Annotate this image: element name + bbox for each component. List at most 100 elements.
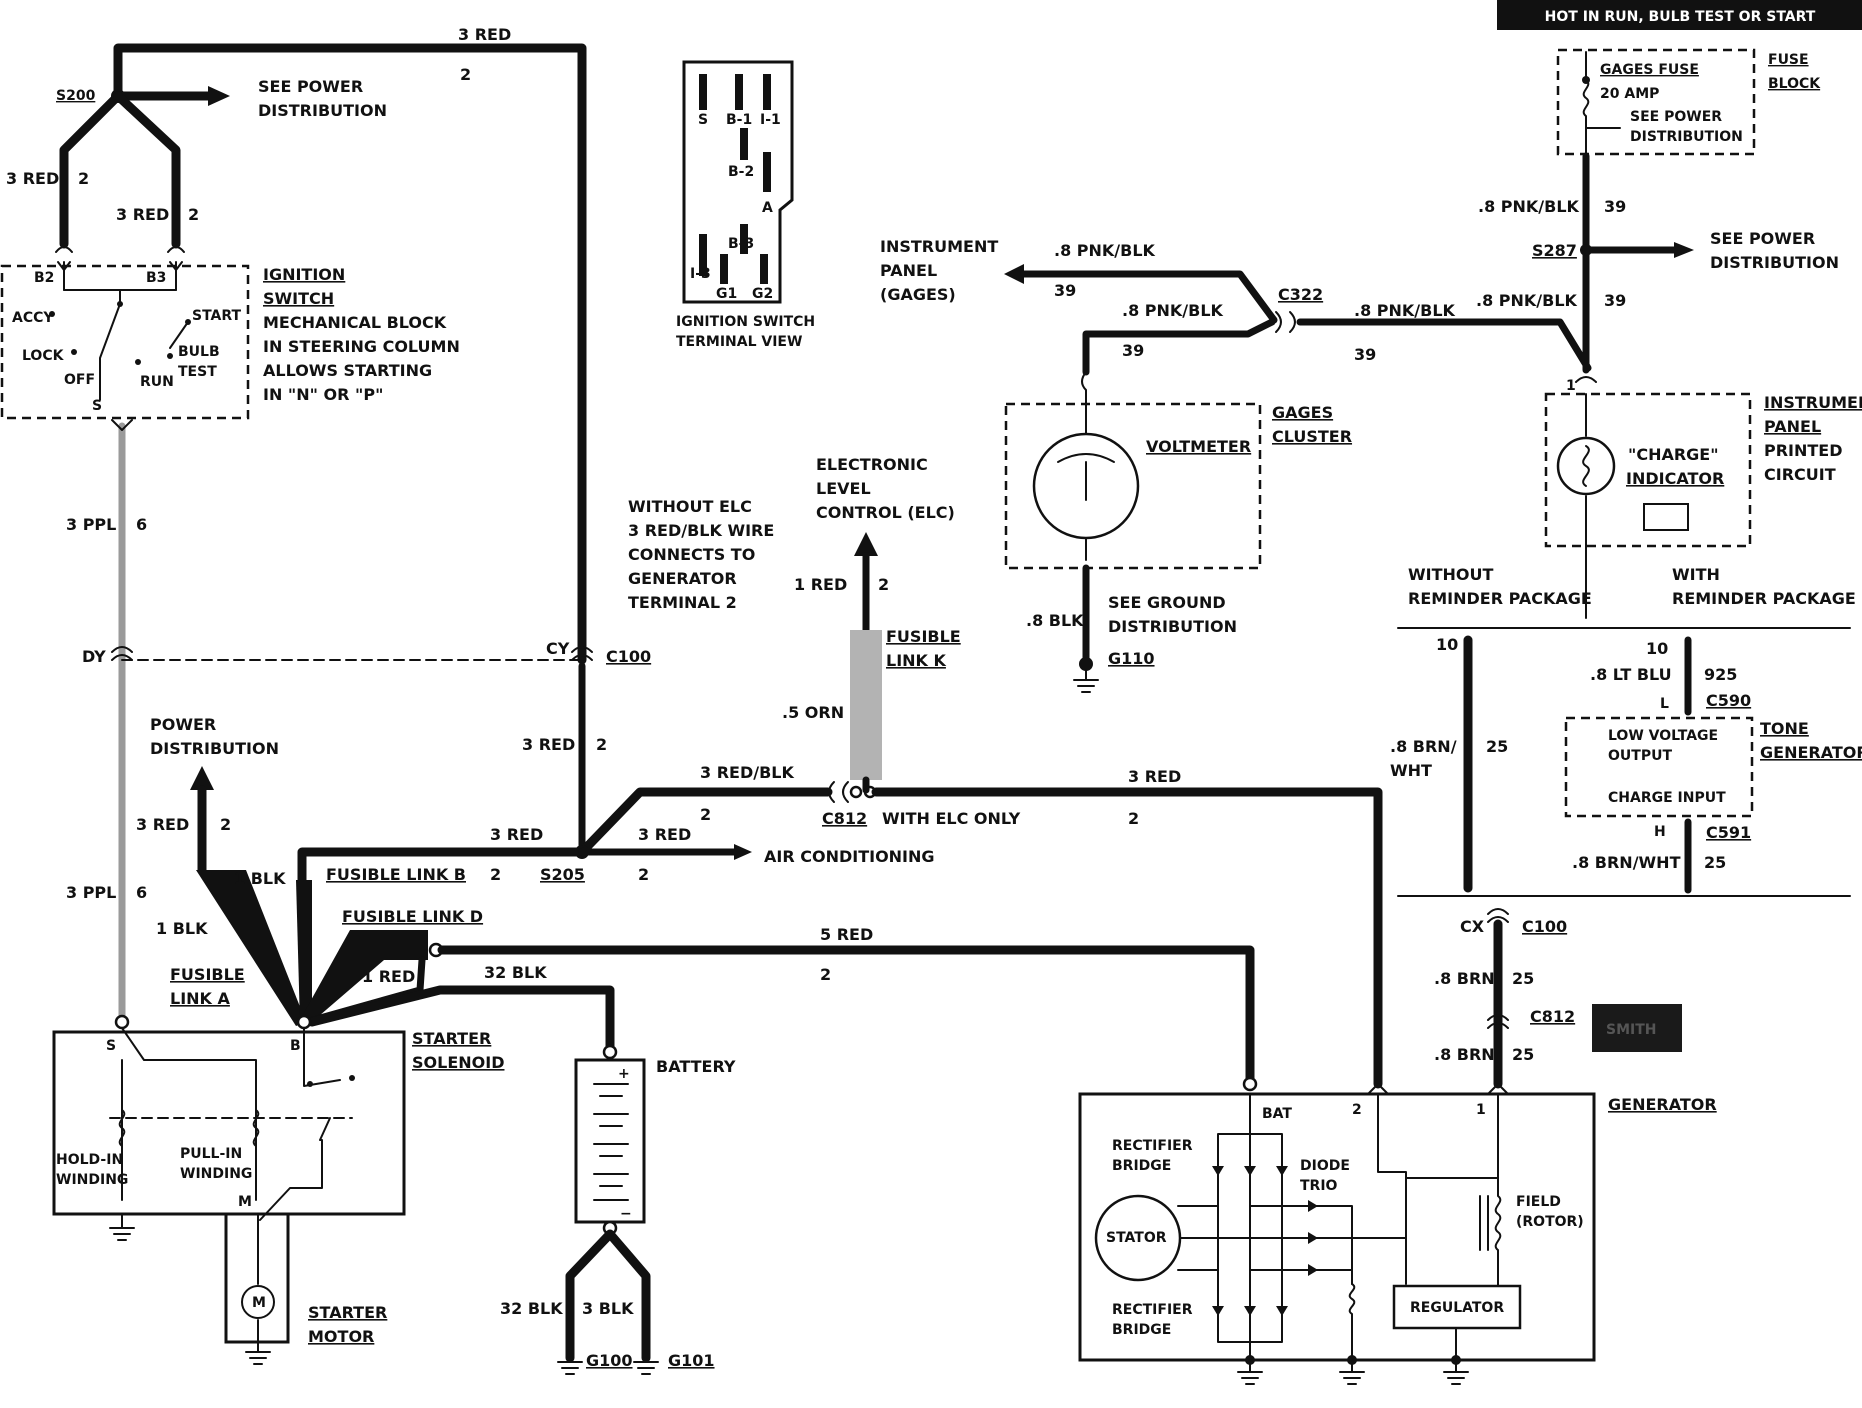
wire-3red-top bbox=[113, 43, 587, 665]
gnd-1: SEE GROUND bbox=[1108, 593, 1226, 612]
conn-c591: C591 bbox=[1706, 823, 1751, 842]
ign-s: S bbox=[92, 398, 102, 414]
elc-2: LEVEL bbox=[816, 479, 871, 498]
pin-h: H bbox=[1654, 824, 1666, 840]
pd-2: DISTRIBUTION bbox=[150, 739, 279, 758]
gen-term-2: 2 bbox=[1352, 1102, 1362, 1118]
air-conditioning: AIR CONDITIONING bbox=[764, 847, 935, 866]
ignition-terminal-view: S B-1 I-1 B-2 A B-3 I-3 G1 G2 bbox=[682, 60, 794, 304]
ground-g110: G110 bbox=[1108, 649, 1155, 668]
fl-k-1: FUSIBLE bbox=[886, 627, 961, 646]
label-blk-1b: 1 BLK bbox=[156, 919, 208, 938]
w-rem-2: REMINDER PACKAGE bbox=[1672, 589, 1856, 608]
stamp-mark bbox=[1592, 1004, 1682, 1052]
regulator: REGULATOR bbox=[1410, 1300, 1504, 1316]
label-pnk-5: .8 PNK/BLK bbox=[1476, 291, 1578, 310]
pin-10a: 10 bbox=[1436, 635, 1458, 654]
wire-3red-gen bbox=[871, 787, 1383, 1089]
label-ppl-lower: 3 PPL bbox=[66, 883, 116, 902]
conn-c590: C590 bbox=[1706, 691, 1751, 710]
ipc-1: INSTRUMENT bbox=[1764, 393, 1862, 412]
charge-1: "CHARGE" bbox=[1628, 445, 1719, 464]
tone-title-2: GENERATOR bbox=[1760, 743, 1862, 762]
ignition-switch: B2 B3 ACCY LOCK OFF RUN START BULB TEST … bbox=[0, 246, 250, 420]
label-brn-wht-1: .8 BRN/ bbox=[1390, 737, 1457, 756]
label-top-2: 2 bbox=[460, 65, 471, 84]
w-rem-1: WITH bbox=[1672, 565, 1720, 584]
label-orn: .5 ORN bbox=[782, 703, 844, 722]
label-redblk: 3 RED/BLK bbox=[700, 763, 794, 782]
label-gen-2: 2 bbox=[1128, 809, 1139, 828]
rect-2a: RECTIFIER bbox=[1112, 1302, 1193, 1318]
field-1: FIELD bbox=[1516, 1194, 1561, 1210]
wo-elc-3: CONNECTS TO bbox=[628, 545, 755, 564]
gen-term-1: 1 bbox=[1476, 1102, 1486, 1118]
label-s205-in-2: 2 bbox=[490, 865, 501, 884]
label-gen-3red: 3 RED bbox=[1128, 767, 1181, 786]
battery-icon bbox=[1643, 503, 1689, 531]
instrument-panel-circuit: 1 "CHARGE" INDICATOR bbox=[1544, 376, 1752, 548]
rect-2b: BRIDGE bbox=[1112, 1322, 1171, 1338]
label-redblk-2: 2 bbox=[700, 805, 711, 824]
tone-lv-1: LOW VOLTAGE bbox=[1608, 728, 1718, 744]
conn-cx: CX bbox=[1460, 917, 1485, 936]
wo-elc-1: WITHOUT ELC bbox=[628, 497, 752, 516]
label-cy-3red: 3 RED bbox=[522, 735, 575, 754]
label-elc-2: 2 bbox=[878, 575, 889, 594]
battery-plus: + bbox=[618, 1066, 630, 1082]
generator-title: GENERATOR bbox=[1608, 1095, 1717, 1114]
label-blk32: 32 BLK bbox=[484, 963, 547, 982]
stator: STATOR bbox=[1106, 1230, 1167, 1246]
see-power-r2: DISTRIBUTION bbox=[1710, 253, 1839, 272]
stamp-text: SMITH bbox=[1606, 1022, 1657, 1038]
ign-title-2: SWITCH bbox=[263, 289, 334, 308]
ign-test: TEST bbox=[178, 364, 217, 380]
battery-minus: − bbox=[620, 1206, 632, 1222]
label-brn-b-25: 25 bbox=[1512, 1045, 1534, 1064]
motor-title-1: STARTER bbox=[308, 1303, 387, 1322]
label-pnk-3: .8 PNK/BLK bbox=[1354, 301, 1456, 320]
wire-s200-left bbox=[59, 91, 123, 249]
label-red-1: 1 RED bbox=[362, 967, 415, 986]
gages-cluster: VOLTMETER bbox=[1004, 371, 1262, 570]
gages-fuse-label: GAGES FUSE bbox=[1600, 62, 1699, 78]
sol-b: B bbox=[290, 1038, 301, 1054]
gen-bat: BAT bbox=[1262, 1106, 1292, 1122]
label-pnk-1: .8 PNK/BLK bbox=[1054, 241, 1156, 260]
pin-l: L bbox=[1660, 696, 1669, 712]
ign-run: RUN bbox=[140, 374, 174, 390]
label-s200-left-3red: 3 RED bbox=[6, 169, 59, 188]
term-g2: G2 bbox=[752, 286, 773, 302]
conn-dy: DY bbox=[82, 647, 106, 666]
solenoid-title-1: STARTER bbox=[412, 1029, 491, 1048]
label-s200-right-2: 2 bbox=[188, 205, 199, 224]
ign-off: OFF bbox=[64, 372, 95, 388]
label-s200-left-2: 2 bbox=[78, 169, 89, 188]
splice-s287: S287 bbox=[1532, 241, 1577, 260]
regulator-box bbox=[1392, 1284, 1522, 1330]
label-brn-wht-2: WHT bbox=[1390, 761, 1432, 780]
label-brn-wht-b-25: 25 bbox=[1704, 853, 1726, 872]
term-i3: I-3 bbox=[690, 266, 711, 282]
label-bat-3blk: 3 BLK bbox=[582, 1299, 634, 1318]
battery: + − bbox=[574, 1044, 646, 1236]
ip-3: (GAGES) bbox=[880, 285, 956, 304]
ign-desc-3: ALLOWS STARTING bbox=[263, 361, 432, 380]
ground-g100: G100 bbox=[586, 1351, 633, 1370]
label-pnk-2-39: 39 bbox=[1122, 341, 1144, 360]
ip-2: PANEL bbox=[880, 261, 937, 280]
ign-title-1: IGNITION bbox=[263, 265, 345, 284]
ign-b3: B3 bbox=[146, 270, 166, 286]
ign-desc-1: MECHANICAL BLOCK bbox=[263, 313, 447, 332]
ipc-4: CIRCUIT bbox=[1764, 465, 1836, 484]
label-brn-a-25: 25 bbox=[1512, 969, 1534, 988]
term-g1: G1 bbox=[716, 286, 737, 302]
motor-title-2: MOTOR bbox=[308, 1327, 374, 1346]
tone-ci: CHARGE INPUT bbox=[1608, 790, 1726, 806]
splice-s205: S205 bbox=[540, 865, 585, 884]
label-brn-b: .8 BRN bbox=[1434, 1045, 1495, 1064]
label-s200-right-3red: 3 RED bbox=[116, 205, 169, 224]
conn-c322: C322 bbox=[1278, 285, 1323, 304]
term-b2: B-2 bbox=[728, 164, 754, 180]
